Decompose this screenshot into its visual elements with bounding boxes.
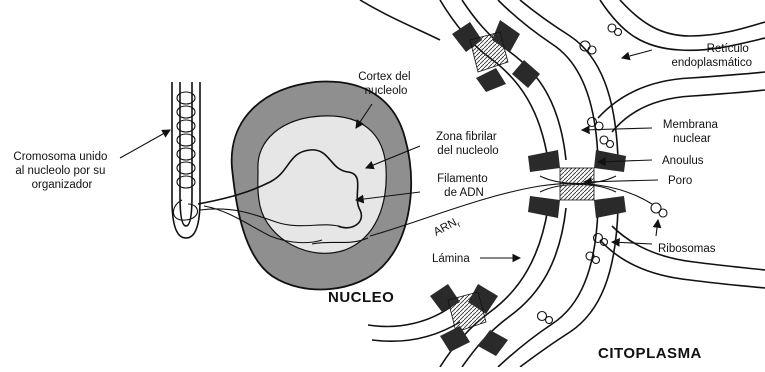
label-filamento: Filamento de ADN	[437, 173, 491, 199]
label-membrana: Membrana nuclear	[663, 119, 721, 145]
ribosome-icon	[588, 118, 604, 131]
label-cortex: Cortex del nucleolo	[358, 71, 414, 97]
label-zona-fibrilar: Zona fibrilar del nucleolo	[436, 131, 500, 157]
label-reticulo: Retículo endoplasmático	[671, 43, 752, 69]
nucleolus-fibrillar-zone	[258, 116, 386, 253]
ribosome-icon	[608, 24, 622, 36]
ribosome-icon	[580, 41, 596, 54]
ribosome-icon	[651, 203, 667, 217]
label-anoulus: Anoulus	[662, 155, 704, 167]
label-poro: Poro	[668, 175, 692, 187]
ribosome-icon	[586, 252, 600, 264]
label-ribosomas: Ribosomas	[658, 243, 716, 255]
lower-pore	[430, 284, 508, 356]
ribosome-icon	[600, 136, 614, 148]
region-citoplasma: CITOPLASMA	[598, 345, 702, 362]
ribosome-icon	[538, 312, 553, 324]
chromosome-figure	[172, 82, 200, 238]
nucleolus	[198, 82, 411, 290]
central-pore	[528, 150, 626, 218]
label-arn: ARNr	[432, 215, 463, 240]
label-lamina: Lámina	[432, 253, 470, 265]
label-cromosoma: Cromosoma unido al nucleolo por su organ…	[13, 151, 110, 191]
upper-pore	[452, 20, 540, 92]
region-nucleo: NUCLEO	[328, 289, 394, 306]
